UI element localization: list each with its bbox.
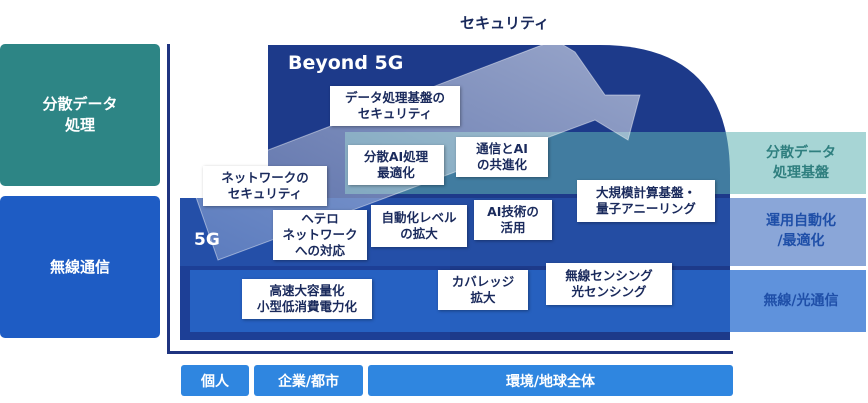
card-ai-tech: AI技術の 活用 <box>474 200 552 240</box>
vertical-axis <box>167 44 170 354</box>
beyond-5g-label: Beyond 5G <box>288 52 404 74</box>
right-label-distributed-platform: 分散データ 処理基盤 <box>766 145 836 181</box>
card-high-capacity: 高速大容量化 小型低消費電力化 <box>242 279 372 319</box>
card-comm-ai-coevolution: 通信とAI の共進化 <box>456 137 548 177</box>
5g-label: 5G <box>194 230 220 250</box>
left-category-wireless: 無線通信 <box>0 196 160 338</box>
card-network-security: ネットワークの セキュリティ <box>203 166 327 206</box>
bottom-axis-environment-earth: 環境/地球全体 <box>368 365 733 396</box>
left-category-distributed-data: 分散データ 処理 <box>0 44 160 186</box>
card-data-platform-security: データ処理基盤の セキュリティ <box>330 86 460 126</box>
card-hetero-network: ヘテロ ネットワーク への対応 <box>273 210 367 260</box>
card-distributed-ai: 分散AI処理 最適化 <box>348 145 444 185</box>
right-label-wireless-optical: 無線/光通信 <box>763 293 839 309</box>
horizontal-axis <box>167 351 733 354</box>
top-label-security: セキュリティ <box>460 14 550 32</box>
card-automation-level: 自動化レベル の拡大 <box>371 205 467 247</box>
card-sensing: 無線センシング 光センシング <box>546 263 672 305</box>
bottom-axis-company-city: 企業/都市 <box>254 365 363 396</box>
bottom-axis-individual: 個人 <box>181 365 249 396</box>
card-large-compute: 大規模計算基盤・ 量子アニーリング <box>577 180 715 222</box>
right-label-automation: 運用自動化 /最適化 <box>766 213 836 249</box>
card-coverage: カバレッジ 拡大 <box>438 270 528 310</box>
